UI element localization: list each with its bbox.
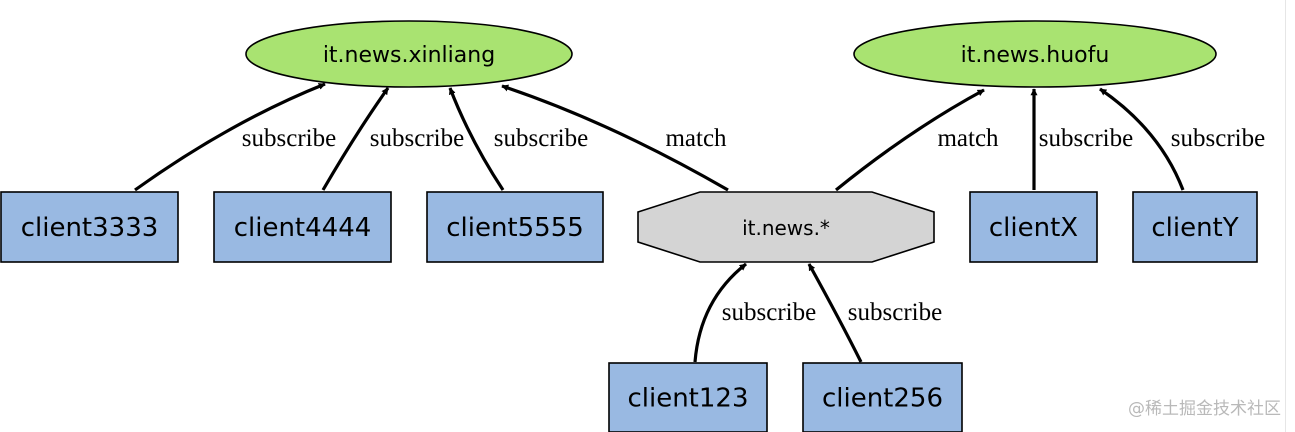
client-node-client5555: client5555 <box>426 191 604 263</box>
client-box <box>0 191 179 263</box>
client-label: clientY <box>1151 213 1238 243</box>
edge-client4444-to-it-news-xinliang <box>321 87 390 191</box>
client-node-client123: client123 <box>608 362 768 432</box>
topic-label: it.news.xinliang <box>323 43 495 68</box>
pattern-octagon <box>637 191 935 263</box>
client-label: client123 <box>627 384 748 414</box>
client-box <box>802 362 963 432</box>
right-border-line <box>1285 0 1286 432</box>
edge-label-client256-to-it-news: subscribe <box>848 299 942 326</box>
client-node-client3333: client3333 <box>0 191 179 263</box>
label-layer: subscribe subscribe subscribe match match sub… <box>242 125 1265 326</box>
edge-label-clientx-to-it-news-huofu: subscribe <box>1039 125 1133 152</box>
node-layer: it.news.xinliang it.news.huofu it.news.* cl… <box>0 20 1258 432</box>
edge-client123-to-it-news <box>693 262 747 363</box>
watermark-text: @稀土掘金技术社区 <box>1128 399 1281 419</box>
client-box <box>213 191 392 263</box>
edge-client5555-to-it-news-xinliang <box>448 87 505 191</box>
edge-label-client5555-to-it-news-xinliang: subscribe <box>494 125 588 152</box>
edge-label-client4444-to-it-news-xinliang: subscribe <box>370 125 464 152</box>
topic-node-it-news-xinliang: it.news.xinliang <box>245 20 573 88</box>
topic-node-it-news-huofu: it.news.huofu <box>853 20 1217 88</box>
edge-it-news-to-it-news-huofu <box>834 88 985 192</box>
edge-client3333-to-it-news-xinliang <box>134 82 326 192</box>
client-node-clientx: clientX <box>969 191 1098 263</box>
client-box <box>608 362 768 432</box>
topic-label: it.news.huofu <box>961 43 1110 68</box>
client-label: clientX <box>989 213 1078 243</box>
client-node-client256: client256 <box>802 362 963 432</box>
edge-label-clienty-to-it-news-huofu: subscribe <box>1171 125 1265 152</box>
edge-label-client123-to-it-news: subscribe <box>722 299 816 326</box>
edge-label-client3333-to-it-news-xinliang: subscribe <box>242 125 336 152</box>
edge-it-news-to-it-news-xinliang <box>501 84 729 192</box>
client-box <box>426 191 604 263</box>
client-box <box>1132 191 1258 263</box>
edge-label-it-news-to-it-news-xinliang: match <box>665 125 727 152</box>
edge-clienty-to-it-news-huofu <box>1099 87 1185 191</box>
client-label: client3333 <box>21 213 159 243</box>
edge-label-it-news-to-it-news-huofu: match <box>937 125 999 152</box>
client-label: client5555 <box>446 213 584 243</box>
client-label: client256 <box>822 384 943 414</box>
edge-client256-to-it-news <box>807 263 863 363</box>
topic-ellipse <box>853 20 1217 88</box>
edge-layer <box>134 82 1185 363</box>
topic-ellipse <box>245 20 573 88</box>
client-node-client4444: client4444 <box>213 191 392 263</box>
pattern-label: it.news.* <box>742 216 830 240</box>
client-box <box>969 191 1098 263</box>
client-label: client4444 <box>234 213 372 243</box>
pattern-node-it-news-wildcard: it.news.* <box>637 191 935 263</box>
client-node-clienty: clientY <box>1132 191 1258 263</box>
